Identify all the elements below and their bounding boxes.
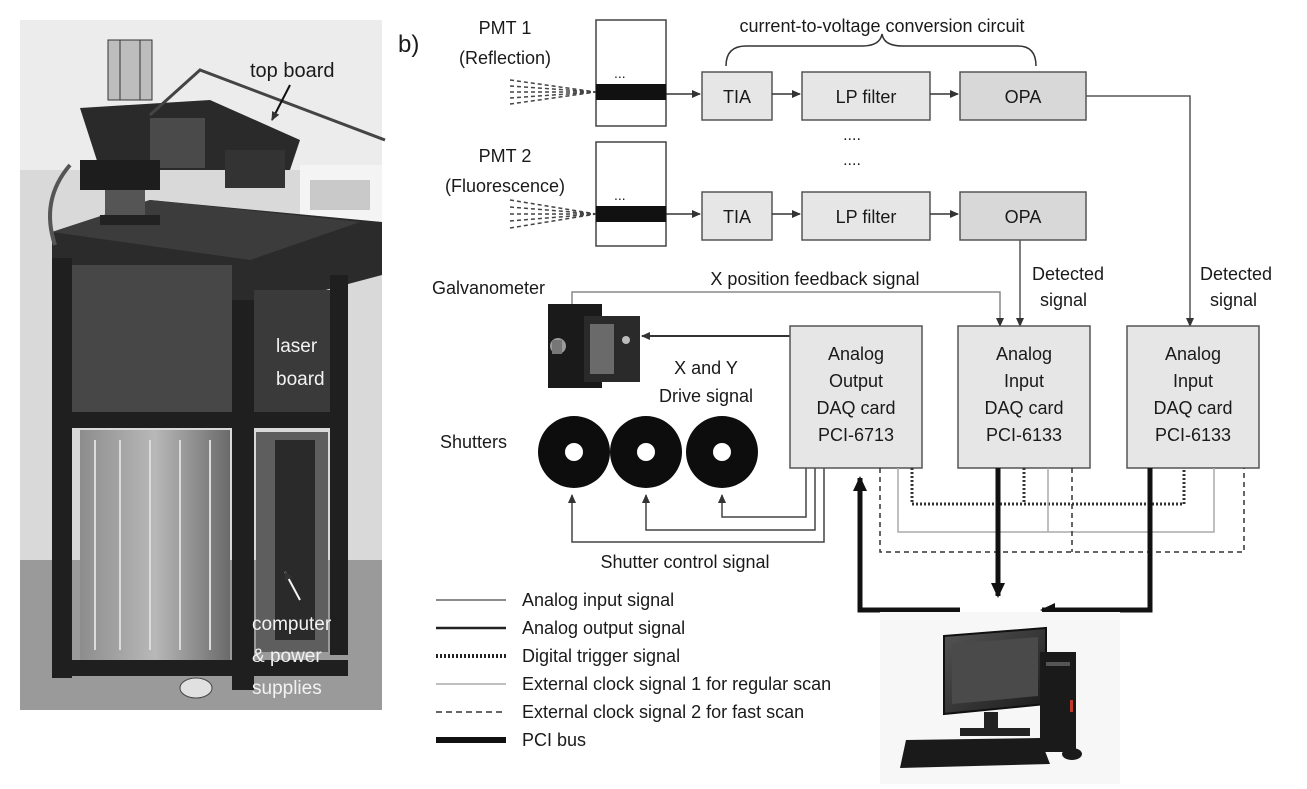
conversion-brace <box>725 33 1037 67</box>
pmt2-light-cone <box>509 199 597 229</box>
ai1-card-line2: Input <box>1004 371 1044 391</box>
computer-icon <box>880 612 1120 784</box>
ai2-card-line4: PCI-6133 <box>1155 425 1231 445</box>
ai2-card-line2: Input <box>1173 371 1213 391</box>
tia1-label: TIA <box>723 87 751 107</box>
shutter-control-label: Shutter control signal <box>600 552 769 572</box>
laser-board-label-line1: laser <box>276 336 318 357</box>
legend-label-clock-2: External clock signal 2 for fast scan <box>522 702 804 722</box>
ao-card-line2: Output <box>829 371 883 391</box>
rig-photo <box>20 20 386 710</box>
ao-card-line4: PCI-6713 <box>818 425 894 445</box>
legend-label-pci-bus: PCI bus <box>522 730 586 750</box>
ai2-card-line1: Analog <box>1165 344 1221 364</box>
ai1-card-line1: Analog <box>996 344 1052 364</box>
pmt2-dots: ... <box>614 187 626 203</box>
galvanometer-label: Galvanometer <box>432 278 545 298</box>
pmt1-photocathode <box>596 84 666 100</box>
laser-board-label-line2: board <box>276 369 325 390</box>
ao-daq-card <box>789 325 923 469</box>
shutter-control-lines <box>568 468 825 543</box>
pmt1-light-cone <box>509 79 597 105</box>
pmt1-label-line2: (Reflection) <box>459 48 551 68</box>
clock-2-lines <box>879 468 1245 553</box>
panel-a: a) <box>20 20 386 710</box>
ao-card-line1: Analog <box>828 344 884 364</box>
legend-label-clock-1: External clock signal 1 for regular scan <box>522 674 831 694</box>
ai2-card-line3: DAQ card <box>1153 398 1232 418</box>
lp-filter1-label: LP filter <box>836 87 897 107</box>
computer-pointer <box>284 571 301 601</box>
detected-signal-1-line2: signal <box>1040 290 1087 310</box>
legend-label-analog-output: Analog output signal <box>522 618 685 638</box>
ellipsis-2: .... <box>843 152 861 169</box>
tia2-label: TIA <box>723 207 751 227</box>
pci-bus-lines <box>853 468 1153 617</box>
pmt2-label-line2: (Fluorescence) <box>445 176 565 196</box>
detected-signal-2-line2: signal <box>1210 290 1257 310</box>
opa1-box <box>959 71 1087 121</box>
pmt1-label-line1: PMT 1 <box>479 18 532 38</box>
ai-daq-card-1 <box>957 325 1091 469</box>
detected-signal-2-line1: Detected <box>1200 264 1272 284</box>
shutter-icon-3 <box>686 416 758 488</box>
xy-drive-label-line2: Drive signal <box>659 386 753 406</box>
opa2-box <box>959 191 1087 241</box>
pmt2-photocathode <box>596 206 666 222</box>
pmt2-detector <box>595 141 667 247</box>
shutter-icon-1 <box>538 416 610 488</box>
clock-1-lines <box>897 468 1215 533</box>
galvanometer-icon <box>548 304 640 388</box>
pmt1-detector <box>595 19 667 127</box>
opa2-label: OPA <box>1005 207 1042 227</box>
legend-label-analog-input: Analog input signal <box>522 590 674 610</box>
legend-label-digital-trigger: Digital trigger signal <box>522 646 680 666</box>
ellipsis-1: .... <box>843 127 861 144</box>
computer-label-line3: supplies <box>252 678 322 699</box>
tia2-box <box>701 191 773 241</box>
computer-label-line1: computer <box>252 614 332 635</box>
legend: Analog input signal Analog output signal… <box>436 590 831 750</box>
opa1-label: OPA <box>1005 87 1042 107</box>
panel-b: b) PMT 1 (Reflection) ... current-to-vol… <box>398 16 1272 784</box>
ai1-card-line3: DAQ card <box>984 398 1063 418</box>
x-feedback-line <box>571 291 1004 327</box>
shutters-label: Shutters <box>440 432 507 452</box>
lp-filter2-label: LP filter <box>836 207 897 227</box>
detected-signal-1-line1: Detected <box>1032 264 1104 284</box>
ao-card-line3: DAQ card <box>816 398 895 418</box>
xy-drive-label-line1: X and Y <box>674 358 738 378</box>
x-feedback-label: X position feedback signal <box>710 269 919 289</box>
lp-filter2-box <box>801 191 931 241</box>
lp-filter1-box <box>801 71 931 121</box>
conversion-circuit-title: current-to-voltage conversion circuit <box>739 16 1024 36</box>
ai1-card-line4: PCI-6133 <box>986 425 1062 445</box>
tia1-box <box>701 71 773 121</box>
top-board-pointer <box>271 84 291 121</box>
shutter-icon-2 <box>610 416 682 488</box>
top-board-label: top board <box>250 60 335 82</box>
pmt2-label-line1: PMT 2 <box>479 146 532 166</box>
opa1-detected-signal-line <box>1086 95 1194 327</box>
panel-b-letter: b) <box>398 31 419 58</box>
ai-daq-card-2 <box>1126 325 1260 469</box>
computer-label-line2: & power <box>252 646 322 667</box>
pmt1-dots: ... <box>614 65 626 81</box>
